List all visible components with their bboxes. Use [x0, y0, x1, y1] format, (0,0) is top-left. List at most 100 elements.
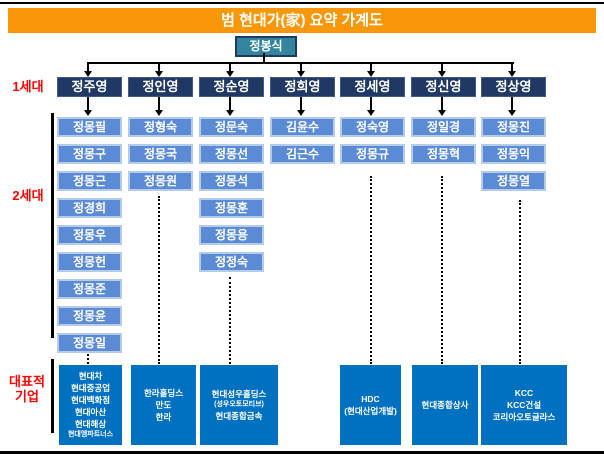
company-name: 현대중공업 — [70, 383, 111, 393]
gen2-box: 정몽헌 — [57, 252, 122, 272]
company-name: KCC건설 — [506, 400, 542, 410]
connector-line — [441, 62, 443, 71]
connector-line — [229, 62, 231, 71]
gen2-box: 정문숙 — [199, 117, 264, 137]
company-name: (성우오토모티브) — [214, 401, 264, 408]
arrow-head — [84, 110, 92, 116]
company-box: 현대종합상사 — [412, 365, 478, 445]
arrow-head — [367, 110, 375, 116]
connector-line — [87, 97, 89, 110]
gen2-box: 정일경 — [411, 117, 476, 137]
gen2-box: 김윤수 — [270, 117, 335, 137]
arrow-head — [508, 110, 516, 116]
gen2-box: 정몽윤 — [57, 306, 122, 326]
arrow-head — [508, 71, 516, 77]
bracket-line-gen2 — [51, 113, 54, 338]
company-name: 한라 — [155, 412, 172, 422]
company-name: 만도 — [155, 400, 172, 410]
gen2-box: 정몽열 — [481, 171, 546, 191]
connector-line — [441, 97, 443, 110]
gen2-box: 정몽구 — [57, 144, 122, 164]
company-name: HDC — [361, 394, 380, 404]
gen2-box: 정정숙 — [199, 252, 264, 272]
dotted-line — [229, 277, 231, 364]
company-name: 현대해상 — [74, 419, 107, 429]
gen2-box: 정몽규 — [340, 144, 405, 164]
gen2-box: 정몽용 — [199, 225, 264, 245]
gen1-box: 정희영 — [270, 77, 335, 97]
gen2-box: 정몽원 — [128, 171, 193, 191]
gen2-box: 정몽혁 — [411, 144, 476, 164]
company-name: 현대차 — [78, 371, 103, 381]
connector-line — [158, 97, 160, 110]
connector-line — [370, 62, 372, 71]
gen2-box: 정몽근 — [57, 171, 122, 191]
connector-line — [370, 97, 372, 110]
arrow-head — [367, 71, 375, 77]
page-title: 범 현대가(家) 요약 가계도 — [8, 8, 596, 33]
gen2-box: 정몽준 — [57, 279, 122, 299]
company-name: (현대산업개발) — [344, 406, 397, 416]
arrow-head — [155, 110, 163, 116]
dotted-line — [87, 354, 89, 364]
gen2-box: 정몽익 — [481, 144, 546, 164]
connector-line — [158, 62, 160, 71]
arrow-head — [226, 71, 234, 77]
arrow-head — [438, 71, 446, 77]
gen2-box: 정몽일 — [57, 333, 122, 353]
bottom-border-line — [0, 451, 604, 454]
dotted-line — [441, 176, 443, 364]
generation-label-gen2: 2세대 — [12, 188, 44, 203]
company-name: 코리아오토글라스 — [492, 412, 556, 422]
connector-line — [300, 62, 302, 71]
company-name: 현대종합금속 — [215, 411, 263, 421]
arrow-head — [438, 110, 446, 116]
dotted-line — [370, 176, 372, 364]
connector-line — [300, 97, 302, 110]
top-border-line — [0, 2, 604, 4]
gen1-box: 정주영 — [57, 77, 122, 97]
company-name: 현대엠파트너스 — [67, 431, 114, 438]
gen2-box: 정경희 — [57, 198, 122, 218]
dotted-line — [519, 200, 521, 364]
gen2-box: 정몽필 — [57, 117, 122, 137]
generation-label-gen1: 1세대 — [12, 79, 44, 94]
company-box: HDC (현대산업개발) — [340, 365, 401, 445]
gen1-box: 정순영 — [199, 77, 264, 97]
gen2-box: 정숙영 — [340, 117, 405, 137]
company-name: 현대백화점 — [70, 395, 111, 405]
gen2-box: 정몽훈 — [199, 198, 264, 218]
gen1-box: 정인영 — [128, 77, 193, 97]
bracket-line-companies — [51, 359, 54, 433]
connector-line — [263, 53, 265, 63]
arrow-head — [297, 110, 305, 116]
gen2-box: 정몽우 — [57, 225, 122, 245]
gen2-box: 정몽국 — [128, 144, 193, 164]
company-box: 한라홀딩스 만도 한라 — [131, 365, 196, 445]
gen2-box: 김근수 — [270, 144, 335, 164]
connector-line — [511, 97, 513, 110]
gen1-box: 정신영 — [411, 77, 476, 97]
gen2-box: 정몽진 — [481, 117, 546, 137]
gen1-box: 정상영 — [481, 77, 546, 97]
arrow-head — [226, 110, 234, 116]
connector-line — [229, 97, 231, 110]
arrow-head — [297, 71, 305, 77]
company-box: 현대성우홀딩스 (성우오토모티브) 현대종합금속 — [200, 365, 278, 445]
generation-label-companies: 대표적 기업 — [9, 374, 45, 404]
gen2-box: 정몽석 — [199, 171, 264, 191]
company-name: 현대종합상사 — [421, 400, 469, 410]
connector-line — [511, 62, 513, 71]
gen2-box: 정몽선 — [199, 144, 264, 164]
company-box: KCC KCC건설 코리아오토글라스 — [481, 365, 567, 445]
company-name: 한라홀딩스 — [143, 388, 184, 398]
connector-line — [87, 62, 89, 71]
company-box: 현대차 현대중공업 현대백화점 현대아산 현대해상 현대엠파트너스 — [59, 365, 122, 445]
dotted-line — [158, 196, 160, 364]
company-name: 현대아산 — [74, 407, 107, 417]
gen1-box: 정세영 — [340, 77, 405, 97]
arrow-head — [84, 71, 92, 77]
root-person-box: 정봉식 — [235, 36, 297, 57]
company-name: 현대성우홀딩스 — [211, 389, 267, 399]
